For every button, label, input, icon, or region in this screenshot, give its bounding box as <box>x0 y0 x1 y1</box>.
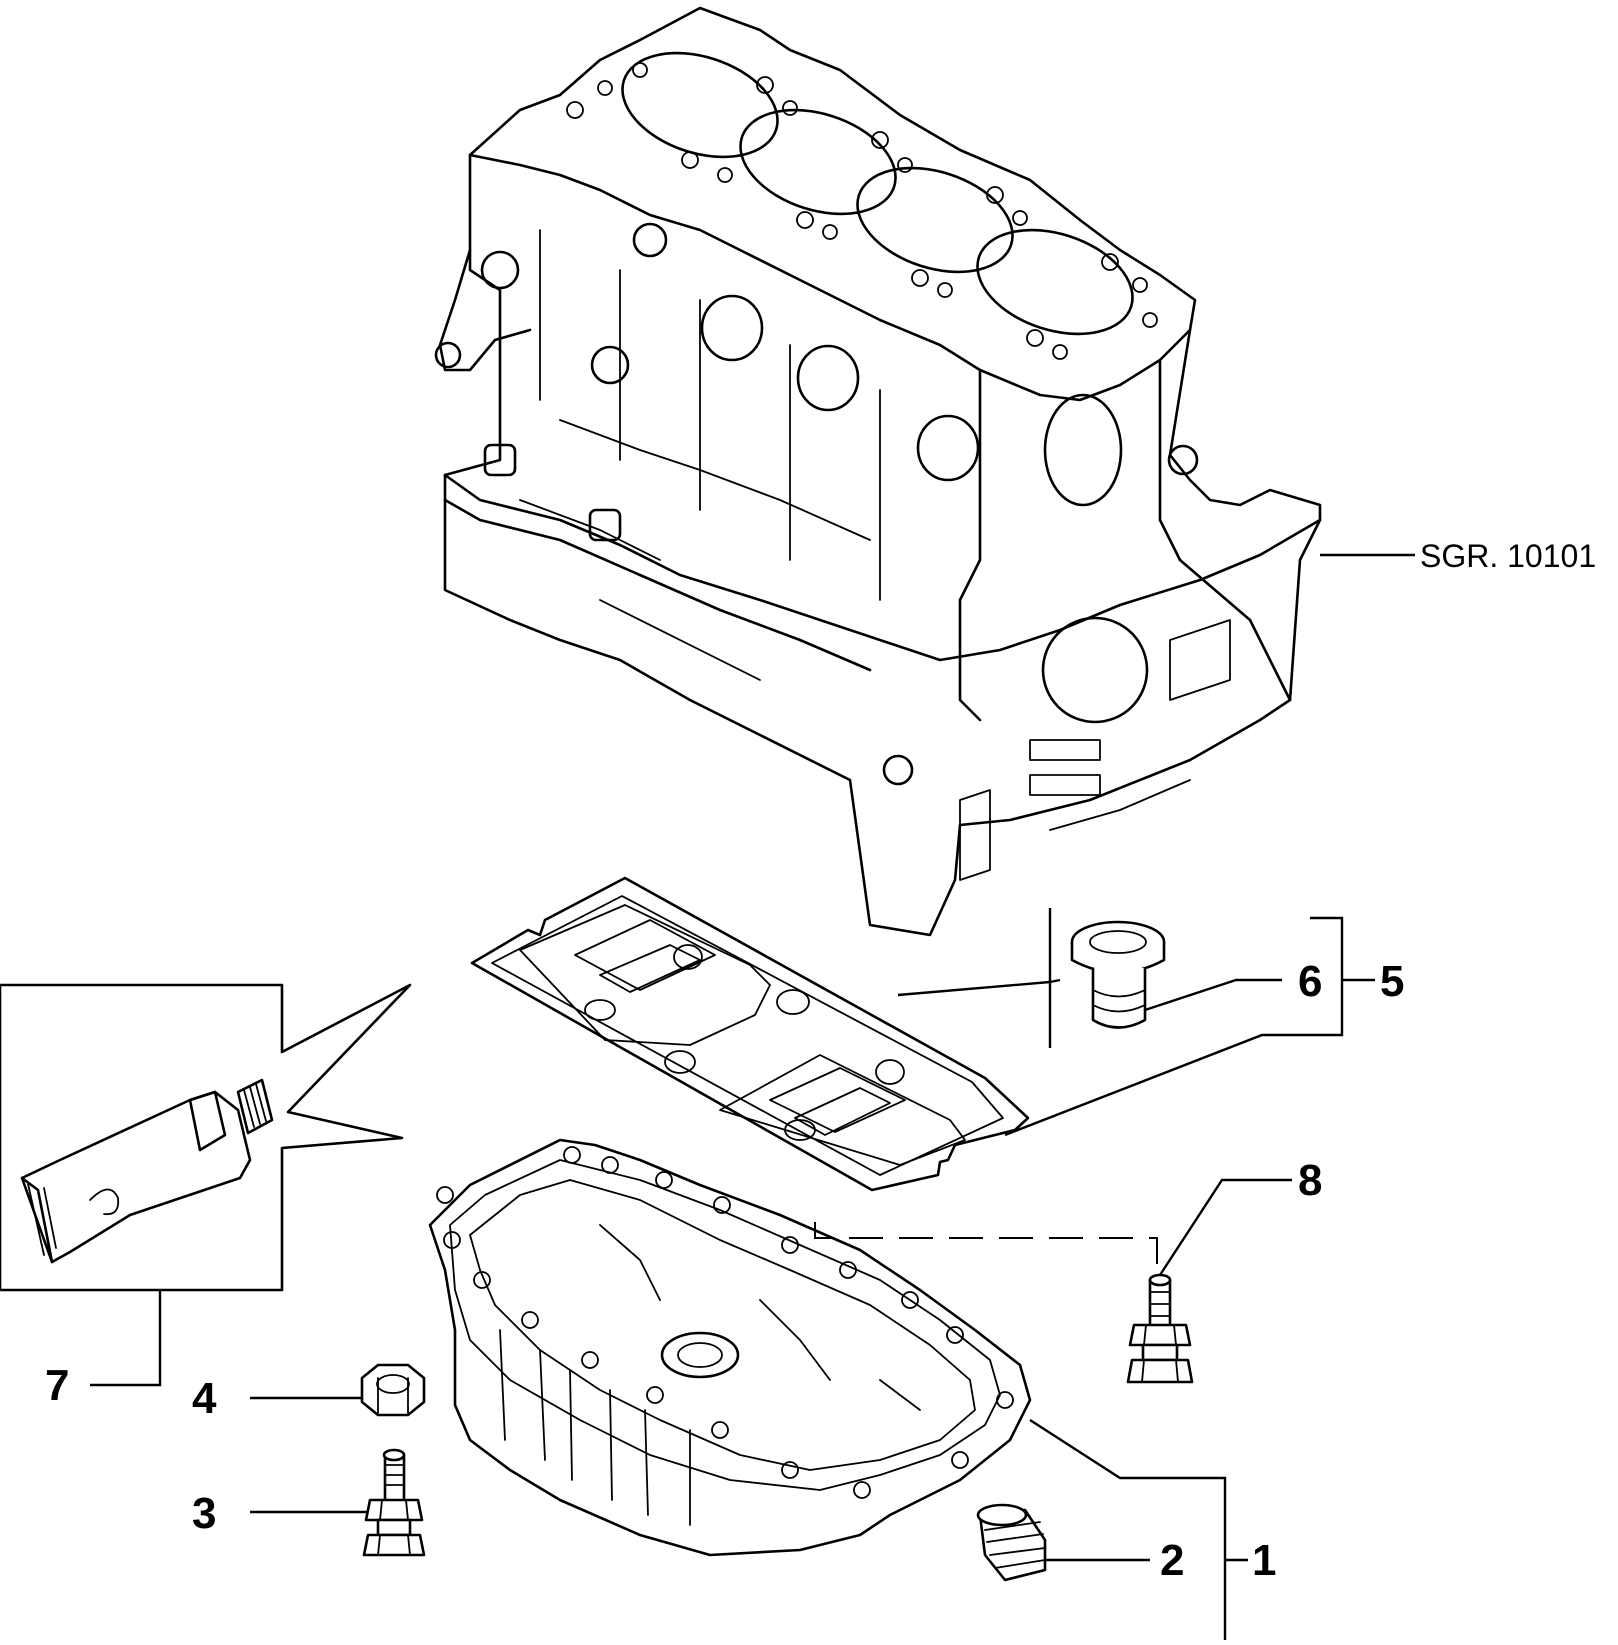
oil-pan-gasket <box>470 876 1030 1192</box>
drain-plug-part-2 <box>976 1503 1047 1582</box>
engine-block <box>434 6 1322 937</box>
stud-part-8 <box>1126 1273 1194 1384</box>
callout-3: 3 <box>192 1489 216 1538</box>
sealant-tube-inset <box>0 983 412 1292</box>
sealant-tube <box>20 1078 274 1264</box>
leader-lines <box>90 553 1415 1640</box>
callout-8: 8 <box>1298 1156 1322 1205</box>
oil-pan <box>428 1138 1032 1557</box>
callout-4: 4 <box>192 1374 217 1423</box>
callout-7: 7 <box>45 1361 69 1410</box>
drain-plug-part-6 <box>1070 920 1166 1029</box>
callout-2: 2 <box>1160 1536 1184 1585</box>
callout-6: 6 <box>1298 957 1322 1006</box>
nut-part-4 <box>360 1363 426 1417</box>
reference-label: SGR. 10101 <box>1420 538 1596 574</box>
callout-5: 5 <box>1380 957 1404 1006</box>
callout-1: 1 <box>1252 1536 1276 1585</box>
stud-part-3 <box>362 1448 426 1557</box>
